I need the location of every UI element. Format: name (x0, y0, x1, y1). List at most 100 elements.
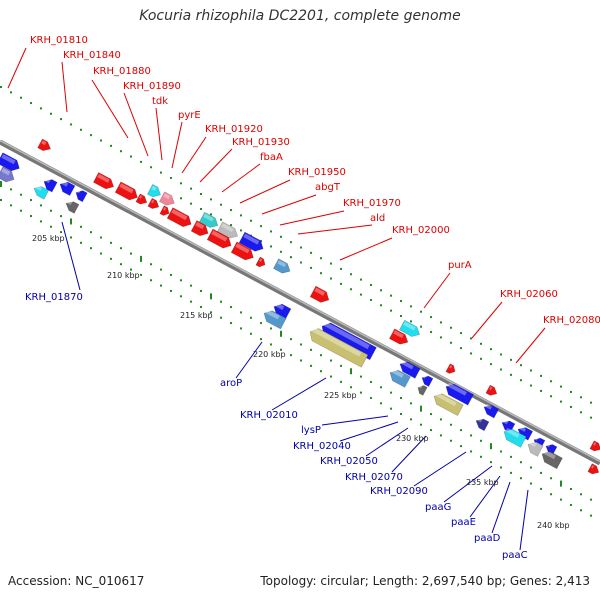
tick-mark (230, 306, 232, 309)
tick-mark (560, 385, 562, 388)
gene-feature (421, 375, 434, 387)
gene-label-fbaa[interactable]: fbaA (260, 152, 283, 163)
tick-mark (580, 396, 582, 399)
tick-mark (180, 182, 182, 185)
tick-mark (90, 231, 92, 234)
gene-feature (389, 368, 411, 388)
tick-mark (190, 284, 192, 287)
gene-feature (527, 440, 544, 457)
gene-label-pyre[interactable]: pyrE (178, 110, 201, 121)
gene-label-krh-01890[interactable]: KRH_01890 (123, 81, 181, 92)
gene-feature (216, 221, 239, 239)
gene-arrow (59, 181, 76, 196)
tick-mark (350, 288, 352, 291)
gene-label-krh-02050[interactable]: KRH_02050 (320, 456, 378, 467)
gene-shine (139, 195, 143, 199)
gene-label-paae[interactable]: paaE (451, 517, 476, 528)
gene-feature (147, 197, 160, 209)
gene-label-krh-02070[interactable]: KRH_02070 (345, 472, 403, 483)
tick-mark (80, 128, 82, 131)
leader-line (171, 121, 183, 169)
tick-mark (40, 107, 42, 110)
gene-label-krh-02090[interactable]: KRH_02090 (370, 486, 428, 497)
gene-label-pura[interactable]: purA (448, 260, 472, 271)
tick-mark (220, 218, 222, 221)
gene-label-paac[interactable]: paaC (502, 550, 528, 561)
gene-arrow (37, 138, 51, 151)
tick-mark (460, 332, 462, 335)
genome-stats-text: Topology: circular; Length: 2,697,540 bp… (260, 574, 590, 588)
gene-arrow (541, 451, 563, 470)
tick-mark (400, 315, 402, 317)
tick-mark (250, 219, 252, 222)
gene-label-krh-01880[interactable]: KRH_01880 (93, 66, 151, 77)
leader-line (7, 47, 27, 89)
tick-mark (320, 354, 322, 357)
tick-mark (420, 310, 422, 313)
leader-line (181, 136, 207, 174)
tick-mark (10, 91, 12, 94)
gene-label-krh-01930[interactable]: KRH_01930 (232, 137, 290, 148)
tick-mark (350, 368, 352, 375)
gene-label-krh-02060[interactable]: KRH_02060 (500, 289, 558, 300)
gene-label-arop[interactable]: aroP (220, 378, 242, 389)
tick-mark (520, 477, 522, 480)
gene-label-krh-01920[interactable]: KRH_01920 (205, 124, 263, 135)
tick-mark (190, 300, 192, 303)
leader-line (123, 92, 149, 157)
gene-shine (423, 375, 427, 379)
gene-feature (475, 417, 490, 432)
gene-shine (393, 330, 404, 339)
gene-shine (171, 209, 188, 221)
tick-mark (410, 305, 412, 308)
feature-layer (0, 138, 600, 475)
tick-mark (300, 359, 302, 362)
kbp-label-220: 220 kbp (253, 350, 286, 359)
gene-label-krh-01840[interactable]: KRH_01840 (63, 50, 121, 61)
tick-mark (100, 236, 102, 239)
tick-mark (430, 413, 432, 416)
gene-feature (114, 181, 138, 201)
tick-mark (130, 252, 132, 255)
tick-mark (210, 213, 212, 216)
leader-line (519, 489, 529, 551)
gene-feature (65, 200, 80, 214)
tick-mark (140, 255, 142, 262)
gene-label-krh-01950[interactable]: KRH_01950 (288, 167, 346, 178)
gene-feature (483, 403, 500, 419)
gene-label-krh-02080[interactable]: KRH_02080 (543, 315, 600, 326)
gene-feature (417, 385, 428, 396)
gene-label-ald[interactable]: ald (370, 213, 385, 224)
leader-line (279, 210, 345, 226)
gene-feature (503, 427, 527, 448)
gene-label-krh-01870[interactable]: KRH_01870 (25, 292, 83, 303)
gene-label-krh-02040[interactable]: KRH_02040 (293, 441, 351, 452)
gene-arrow (0, 152, 20, 172)
tick-mark (540, 471, 542, 474)
tick-mark (400, 413, 402, 415)
gene-label-tdk[interactable]: tdk (152, 96, 168, 107)
gene-label-krh-01970[interactable]: KRH_01970 (343, 198, 401, 209)
gene-shine (275, 302, 285, 310)
gene-feature (587, 463, 600, 475)
gene-label-krh-02000[interactable]: KRH_02000 (392, 225, 450, 236)
gene-label-krh-02010[interactable]: KRH_02010 (240, 410, 298, 421)
tick-mark (470, 434, 472, 437)
tick-mark (220, 316, 222, 319)
gene-label-paad[interactable]: paaD (474, 533, 501, 544)
gene-shine (163, 207, 167, 211)
gene-label-lysp[interactable]: lysP (301, 425, 321, 436)
gene-arrow (33, 186, 50, 200)
tick-mark (160, 268, 162, 271)
gene-feature (255, 256, 266, 268)
tick-mark (450, 341, 452, 344)
gene-label-paag[interactable]: paaG (425, 502, 451, 513)
tick-mark (530, 369, 532, 372)
gene-label-abgt[interactable]: abgT (315, 182, 341, 193)
gene-shine (195, 221, 205, 230)
tick-mark (570, 487, 572, 490)
tick-mark (370, 298, 372, 301)
tick-mark (440, 418, 442, 421)
tick-mark (460, 445, 462, 448)
gene-label-krh-01810[interactable]: KRH_01810 (30, 35, 88, 46)
